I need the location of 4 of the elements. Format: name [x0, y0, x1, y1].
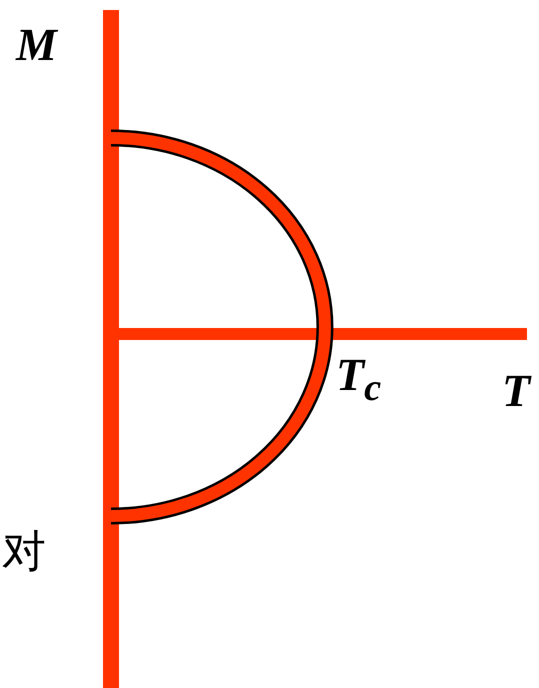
side-label: 对 — [2, 530, 46, 574]
axis-label: M — [16, 22, 57, 68]
axis-label: T$_{c}$ — [336, 352, 382, 408]
axis-label: T — [502, 368, 530, 414]
